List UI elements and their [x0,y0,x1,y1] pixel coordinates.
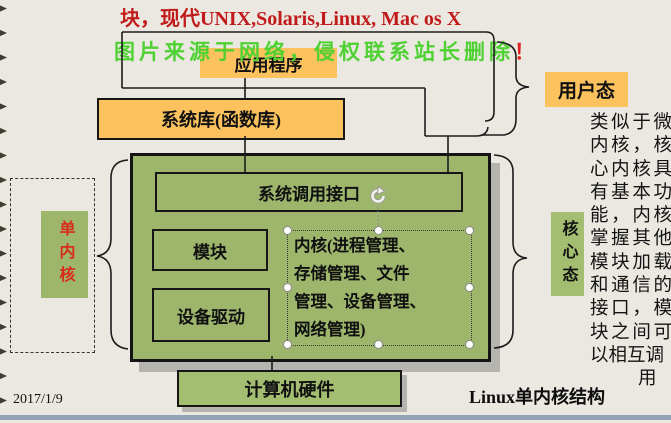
resize-handle-top-right[interactable] [465,226,474,235]
mono-kernel-brace [96,159,129,350]
arrow-bullet-icon [0,102,7,111]
watermark-body: 图片来源于网络，侵权联系站长删除 [114,41,514,64]
arrow-bullet-icon [0,273,7,283]
kernel-text-line: 网络管理) [294,320,366,339]
arrow-bullet-icon [0,28,7,38]
side-note-main: 类似于微内核，核心内核具有基本功能，内核掌握其他模块加载和通信的接口，模块之间可… [590,113,671,366]
kernel-mode-brace [493,154,528,349]
rotate-icon[interactable] [367,185,389,207]
kernel-space-box[interactable] [130,153,491,362]
system-library-box[interactable]: 系统库(函数库) [97,98,345,140]
device-driver-label: 设备驱动 [177,307,245,327]
arrow-bullet-icon [0,126,7,136]
edge-arrow-strip [0,0,10,423]
slide-date: 2017/1/9 [13,392,63,407]
resize-handle-top-left[interactable] [283,226,292,235]
mono-kernel-box[interactable]: 单内核 [41,211,88,298]
kernel-mode-label: 核心态 [559,219,577,289]
kernel-text-line: 管理、设备管理、 [294,292,426,311]
arrow-bullet-icon [0,151,7,160]
hardware-box[interactable]: 计算机硬件 [177,370,402,407]
watermark-text: 图片来源于网络，侵权联系站长删除！ [114,36,539,66]
hardware-label: 计算机硬件 [244,379,335,400]
kernel-mode-box[interactable]: 核心态 [551,212,584,296]
arrow-bullet-icon [0,53,7,62]
system-library-label: 系统库(函数库) [161,110,281,130]
arrow-bullet-icon [0,77,7,87]
mono-kernel-label: 单内核 [56,220,74,289]
resize-handle-bottom-right[interactable] [465,340,474,349]
kernel-textbox[interactable]: 内核(进程管理、 存储管理、文件 管理、设备管理、 网络管理) [294,232,470,344]
syscall-interface-label: 系统调用接口 [258,184,360,204]
arrow-bullet-icon [0,4,7,13]
arrow-bullet-icon [0,371,7,381]
arrow-bullet-icon [0,200,7,209]
slide-title-text: 块，现代UNIX,Solaris,Linux, Mac os X [120,8,462,30]
user-mode-label: 用户态 [557,81,615,102]
user-mode-box[interactable]: 用户态 [545,72,628,107]
syscall-interface-box[interactable]: 系统调用接口 [155,172,463,212]
watermark-exclaim: ！ [514,41,539,64]
kernel-text-line: 存储管理、文件 [294,264,410,283]
resize-handle-mid-right[interactable] [465,283,474,292]
resize-handle-mid-left[interactable] [283,283,292,292]
arrow-bullet-icon [0,347,7,356]
resize-handle-bottom-center[interactable] [374,340,383,349]
mono-kernel-dashed-frame [10,178,95,353]
resize-handle-top-center[interactable] [374,226,383,235]
module-label: 模块 [193,242,227,262]
arrow-bullet-icon [0,249,7,258]
arrow-bullet-icon [0,224,7,234]
device-driver-box[interactable]: 设备驱动 [152,288,270,342]
arrow-bullet-icon [0,322,7,332]
kernel-text-line: 内核(进程管理、 [294,236,415,255]
side-note-tail: 用 [638,369,657,390]
resize-handle-bottom-left[interactable] [283,340,292,349]
arrow-bullet-icon [0,298,7,307]
side-note-text: 类似于微内核，核心内核具有基本功能，内核掌握其他模块加载和通信的接口，模块之间可… [590,112,671,392]
slide-caption: Linux单内核结构 [469,387,606,407]
arrow-bullet-icon [0,175,7,185]
arrow-bullet-icon [0,396,7,405]
module-box[interactable]: 模块 [152,229,268,271]
slide-bottom-bar [0,415,671,420]
